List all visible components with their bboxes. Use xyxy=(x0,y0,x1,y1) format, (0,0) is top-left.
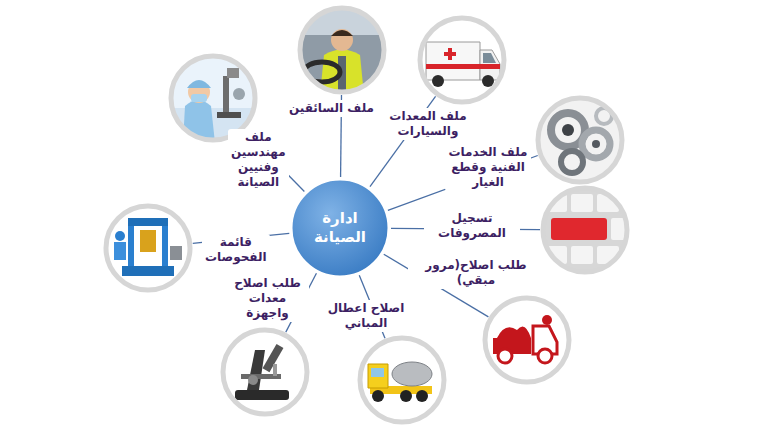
ambulance-photo xyxy=(417,15,507,105)
toy-truck-photo xyxy=(357,335,447,425)
spoke-label: طلب اصلاح(مرور مبقي) xyxy=(408,257,544,289)
spoke-label: اصلاح اعطال المباني xyxy=(323,300,409,332)
spoke-label: ملف الخدمات الفنية وقطع الغيار xyxy=(445,144,531,191)
photo-rim xyxy=(360,338,444,422)
photo-circle: ملف السائقين xyxy=(298,6,386,94)
photo-circle: ملف مهندسين وفنيين الصيانة xyxy=(169,54,257,142)
photo-circle: قائمة الفحوصات xyxy=(104,204,192,292)
photo-rim xyxy=(171,56,255,140)
driver-photo xyxy=(297,5,387,95)
photo-rim xyxy=(106,206,190,290)
spoke-label: ملف مهندسين وفنيين الصيانة xyxy=(228,129,289,191)
red-truck-photo xyxy=(482,295,572,385)
photo-ring xyxy=(418,16,506,104)
spoke-label: قائمة الفحوصات xyxy=(202,234,270,266)
photo-circle: ملف المعدات والسيارات xyxy=(418,16,506,104)
hub-disc xyxy=(292,180,389,277)
photo-ring xyxy=(298,6,386,94)
spoke-label: تسجيل المصروفات xyxy=(424,210,520,242)
photo-circle: اصلاح اعطال المباني xyxy=(358,336,446,424)
keyboard-photo xyxy=(540,185,633,275)
spoke-label: طلب اصلاح معدات واجهزة xyxy=(226,275,309,322)
photo-rim xyxy=(300,8,384,92)
photo-rim xyxy=(485,298,569,382)
spoke-label: ملف المعدات والسيارات xyxy=(385,108,471,140)
photo-ring xyxy=(541,186,629,274)
photo-circle: تسجيل المصروفات xyxy=(541,186,629,274)
photo-ring xyxy=(104,204,192,292)
photo-ring xyxy=(536,96,624,184)
photo-rim xyxy=(543,188,627,272)
test-machine-photo xyxy=(103,203,193,293)
photo-ring xyxy=(358,336,446,424)
spoke-label: ملف السائقين xyxy=(286,100,377,117)
photo-circle: ملف الخدمات الفنية وقطع الغيار xyxy=(536,96,624,184)
photo-rim xyxy=(223,330,307,414)
bearings-photo xyxy=(535,95,625,185)
hub-circle: ادارة الصيانة xyxy=(290,178,390,278)
photo-circle: طلب اصلاح معدات واجهزة xyxy=(221,328,309,416)
photo-ring xyxy=(483,296,571,384)
photo-ring xyxy=(221,328,309,416)
hub-title: ادارة الصيانة xyxy=(303,209,378,248)
photo-circle: طلب اصلاح(مرور مبقي) xyxy=(483,296,571,384)
photo-rim xyxy=(420,18,504,102)
photo-rim xyxy=(538,98,622,182)
microscope-photo xyxy=(220,327,310,417)
